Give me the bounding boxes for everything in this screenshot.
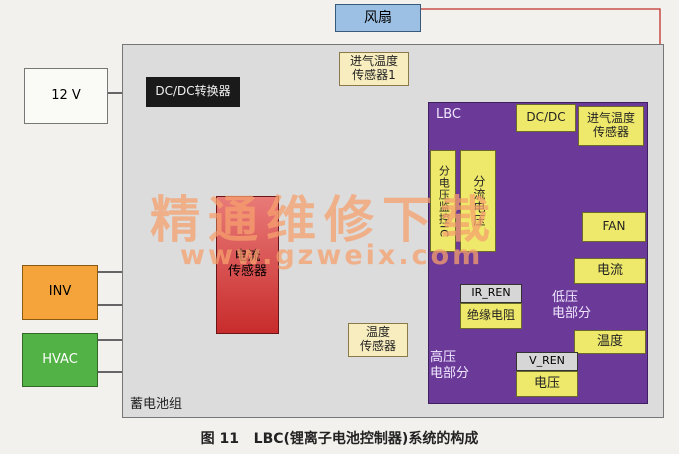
shunt-voltage-block: 分流电压 — [460, 150, 496, 252]
ir-ren-label: IR_REN — [460, 284, 522, 303]
pack-temp-sensor: 温度 传感器 — [348, 323, 408, 357]
watermark-url: www.gzweix.com — [180, 240, 484, 271]
lbc-dcdc: DC/DC — [516, 104, 576, 132]
lbc-fan-output: FAN — [582, 212, 646, 242]
lbc-voltage: 电压 — [516, 371, 578, 397]
battery-pack-label: 蓄电池组 — [130, 397, 183, 412]
hvac-box: HVAC — [22, 333, 98, 387]
cell-voltage-monitor-ic: 分电压监控IC — [430, 150, 456, 252]
fan-unit: 风扇 — [335, 4, 421, 32]
lbc-temp-input: 温度 — [574, 330, 646, 354]
high-voltage-part-label: 高压 电部分 — [430, 350, 470, 381]
lbc-title: LBC — [436, 107, 462, 122]
low-voltage-part-label: 低压 电部分 — [552, 290, 592, 321]
lbc-intake-temp-sensor: 进气温度 传感器 — [578, 106, 644, 146]
12v-battery: 12 V — [24, 68, 108, 124]
inverter-box: INV — [22, 265, 98, 320]
v-ren-label: V_REN — [516, 352, 578, 371]
figure-caption: 图 11 LBC(锂离子电池控制器)系统的构成 — [200, 431, 479, 447]
intake-temp-sensor-1: 进气温度 传感器1 — [339, 52, 409, 86]
watermark-text: 精通维修下载 — [150, 191, 498, 249]
lbc-current-input: 电流 — [574, 258, 646, 284]
current-sensor: 电流 传感器 — [216, 196, 279, 334]
insulation-resistance: 绝缘电阻 — [460, 303, 522, 329]
dcdc-converter: DC/DC转换器 — [146, 77, 240, 107]
